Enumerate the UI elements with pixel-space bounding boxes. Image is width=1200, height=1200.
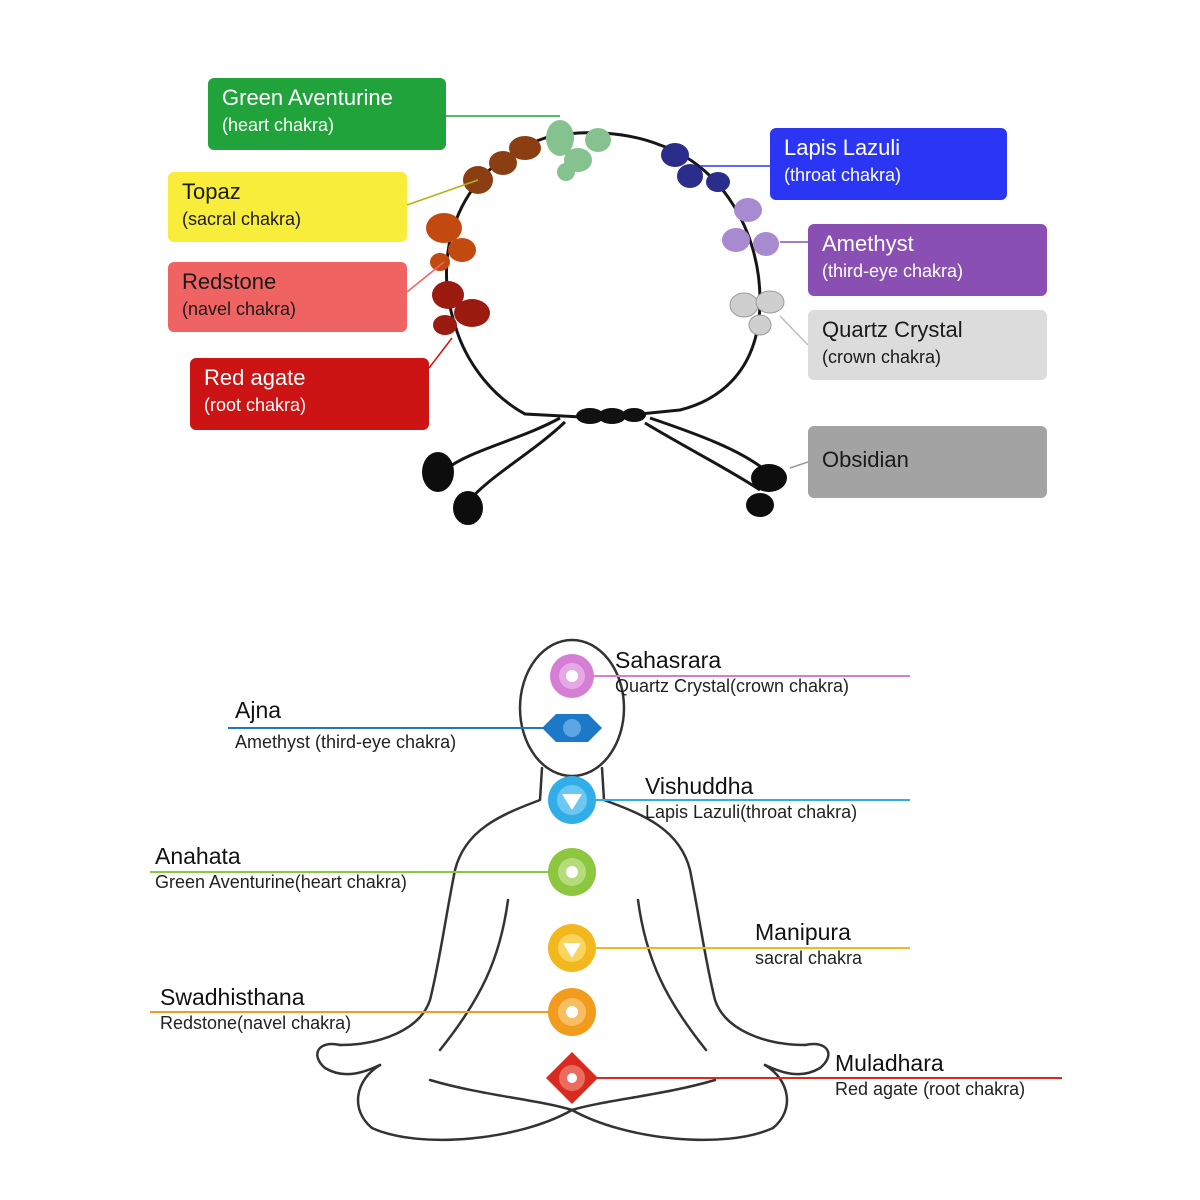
label-vishuddha: Vishuddha Lapis Lazuli(throat chakra) [645, 772, 857, 824]
bracelet-knot [576, 408, 646, 424]
swadhisthana-symbol [548, 988, 596, 1036]
chakra-name: Vishuddha [645, 773, 754, 799]
tag-obsidian: Obsidian [808, 426, 1047, 498]
anahata-symbol [548, 848, 596, 896]
chakra-stone: Red agate (root chakra) [835, 1079, 1026, 1099]
label-anahata: Anahata Green Aventurine(heart chakra) [155, 842, 407, 894]
muladhara-symbol [546, 1052, 598, 1104]
label-manipura: Manipura sacral chakra [755, 918, 862, 970]
redstone-beads [426, 213, 476, 271]
red-agate-beads [432, 281, 490, 335]
chakra-stone: Amethyst (third-eye chakra) [235, 732, 457, 752]
tag-stone-name: Amethyst [822, 231, 914, 256]
bracelet-leader-lines [406, 115, 809, 469]
chakra-stone: Lapis Lazuli(throat chakra) [645, 802, 858, 822]
tag-lapis-lazuli: Lapis Lazuli (throat chakra) [770, 128, 1007, 200]
tag-chakra-name: (crown chakra) [822, 347, 942, 367]
tag-stone-name: Lapis Lazuli [784, 135, 901, 160]
quartz-crystal-beads [729, 290, 785, 336]
tag-green-aventurine: Green Aventurine (heart chakra) [208, 78, 446, 150]
tag-chakra-name: (navel chakra) [182, 299, 297, 319]
vishuddha-symbol [548, 776, 596, 824]
label-sahasrara: Sahasrara Quartz Crystal(crown chakra) [615, 646, 849, 698]
bracelet-illustration [406, 115, 809, 525]
chakra-name: Manipura [755, 919, 851, 945]
tag-stone-name: Obsidian [822, 447, 909, 472]
tag-chakra-name: (root chakra) [204, 395, 307, 415]
chakra-stone: Green Aventurine(heart chakra) [155, 872, 407, 892]
chakra-name: Sahasrara [615, 647, 722, 673]
tag-chakra-name: (sacral chakra) [182, 209, 302, 229]
tag-chakra-name: (heart chakra) [222, 115, 335, 135]
bracelet-hanging-cords [444, 416, 766, 506]
tag-chakra-name: (throat chakra) [784, 165, 902, 185]
green-aventurine-beads [546, 120, 611, 181]
lapis-lazuli-beads [661, 143, 730, 192]
ajna-symbol [542, 714, 602, 742]
chakra-stone: Quartz Crystal(crown chakra) [615, 676, 850, 696]
tag-red-agate: Red agate (root chakra) [190, 358, 429, 430]
tag-stone-name: Redstone [182, 269, 277, 294]
tag-quartz-crystal: Quartz Crystal (crown chakra) [808, 310, 1047, 380]
topaz-beads [463, 136, 541, 194]
tag-topaz: Topaz (sacral chakra) [168, 172, 407, 242]
chakra-name: Swadhisthana [160, 984, 305, 1010]
tag-redstone: Redstone (navel chakra) [168, 262, 407, 332]
chakra-name: Muladhara [835, 1050, 944, 1076]
label-swadhisthana: Swadhisthana Redstone(navel chakra) [160, 983, 351, 1035]
tag-stone-name: Quartz Crystal [822, 317, 963, 342]
chakra-name: Anahata [155, 843, 241, 869]
chakra-stone: sacral chakra [755, 948, 863, 968]
chakra-name: Ajna [235, 697, 282, 723]
label-muladhara: Muladhara Red agate (root chakra) [835, 1049, 1025, 1101]
tag-stone-name: Green Aventurine [222, 85, 393, 110]
obsidian-beads [422, 452, 787, 525]
tag-stone-name: Red agate [204, 365, 306, 390]
chakra-stone: Redstone(navel chakra) [160, 1013, 352, 1033]
tag-stone-name: Topaz [182, 179, 241, 204]
tag-chakra-name: (third-eye chakra) [822, 261, 964, 281]
manipura-symbol [548, 924, 596, 972]
amethyst-beads [722, 198, 779, 256]
tag-amethyst: Amethyst (third-eye chakra) [808, 224, 1047, 296]
sahasrara-symbol [550, 654, 594, 698]
label-ajna: Ajna Amethyst (third-eye chakra) [235, 696, 456, 754]
